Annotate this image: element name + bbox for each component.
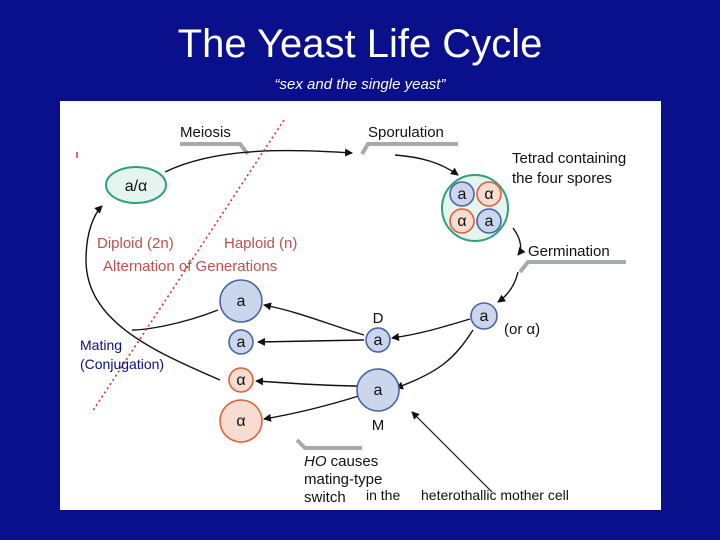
tetrad-spore	[476, 181, 502, 207]
tetrad-ascus	[441, 174, 509, 242]
sporulation-arrow	[394, 154, 459, 176]
spore-to-daughter-arrow	[391, 318, 471, 341]
tetrad-label-line1: Tetrad containing	[512, 150, 626, 167]
mother-cell-letter: a	[374, 382, 383, 399]
progeny-cell-label: a	[237, 334, 246, 351]
tetrad-label-line2: the four spores	[512, 170, 612, 187]
progeny-cell-label: a	[237, 293, 246, 310]
mother-cell	[356, 368, 400, 412]
germination-bar	[518, 260, 626, 274]
ho-bar	[295, 438, 362, 450]
ho-label: HO causes	[304, 453, 378, 470]
meiosis-arrow	[164, 148, 353, 173]
progeny-cell-label: α	[236, 372, 245, 389]
progeny-cell-small-alpha	[228, 367, 254, 393]
daughter-to-small-a-arrow	[257, 337, 365, 346]
germination-arrow	[512, 227, 526, 256]
mating-arrow-upper	[131, 309, 219, 331]
tetrad-spore	[449, 181, 475, 207]
alternation-annotation: Alternation of Generations	[103, 258, 277, 275]
sporulation-label: Sporulation	[368, 124, 444, 141]
sporulation-bar	[360, 142, 458, 156]
mother-to-large-alpha-arrow	[263, 394, 363, 422]
meiosis-bar	[180, 142, 250, 156]
tetrad-spore-label: a	[485, 213, 494, 230]
mother-to-small-alpha-arrow	[255, 377, 363, 387]
haploid-annotation: Haploid (n)	[224, 235, 297, 252]
generation-divider	[91, 119, 285, 413]
diploid-annotation: Diploid (2n)	[97, 235, 174, 252]
daughter-cell-label: a	[374, 332, 383, 349]
heterothallic-label: heterothallic mother cell	[421, 487, 569, 503]
daughter-label: D	[373, 310, 384, 327]
tetrad-spore-label: α	[457, 213, 466, 230]
mother-cell-pointer	[411, 411, 493, 493]
progeny-cell-large-alpha	[219, 399, 263, 443]
daughter-cell	[365, 327, 391, 353]
daughter-to-large-a-arrow	[263, 302, 365, 336]
germination-label: Germination	[528, 243, 610, 260]
diagram-panel	[60, 101, 661, 510]
progeny-cell-small-a	[228, 329, 254, 355]
conjugation-annotation: (Conjugation)	[80, 356, 164, 372]
meiosis-label: Meiosis	[180, 124, 231, 141]
ho-label-line3: switch	[304, 489, 346, 506]
tetrad-spore	[449, 208, 475, 234]
diploid-cell-label: a/α	[125, 178, 148, 195]
haploid-spore	[470, 302, 498, 330]
haploid-spore-label: a	[480, 308, 489, 325]
tetrad-spore-label: α	[484, 186, 493, 203]
slide-title: The Yeast Life Cycle	[177, 22, 543, 66]
in-the-label: in the	[366, 487, 400, 503]
progeny-cell-label: α	[236, 413, 245, 430]
tetrad-spore	[476, 208, 502, 234]
mating-annotation: Mating	[80, 337, 122, 353]
mating-arrow	[85, 205, 221, 381]
progeny-cell-large-a	[219, 279, 263, 323]
germination-arrow-2	[497, 271, 519, 303]
or-alpha-label: (or α)	[504, 321, 540, 338]
tetrad-spore-label: a	[458, 186, 467, 203]
spore-to-mother-arrow	[395, 329, 474, 390]
ho-label-line2: mating-type	[304, 471, 382, 488]
diploid-cell	[105, 166, 167, 204]
mother-label: M	[372, 417, 385, 434]
slide-subtitle: “sex and the single yeast”	[274, 76, 446, 93]
